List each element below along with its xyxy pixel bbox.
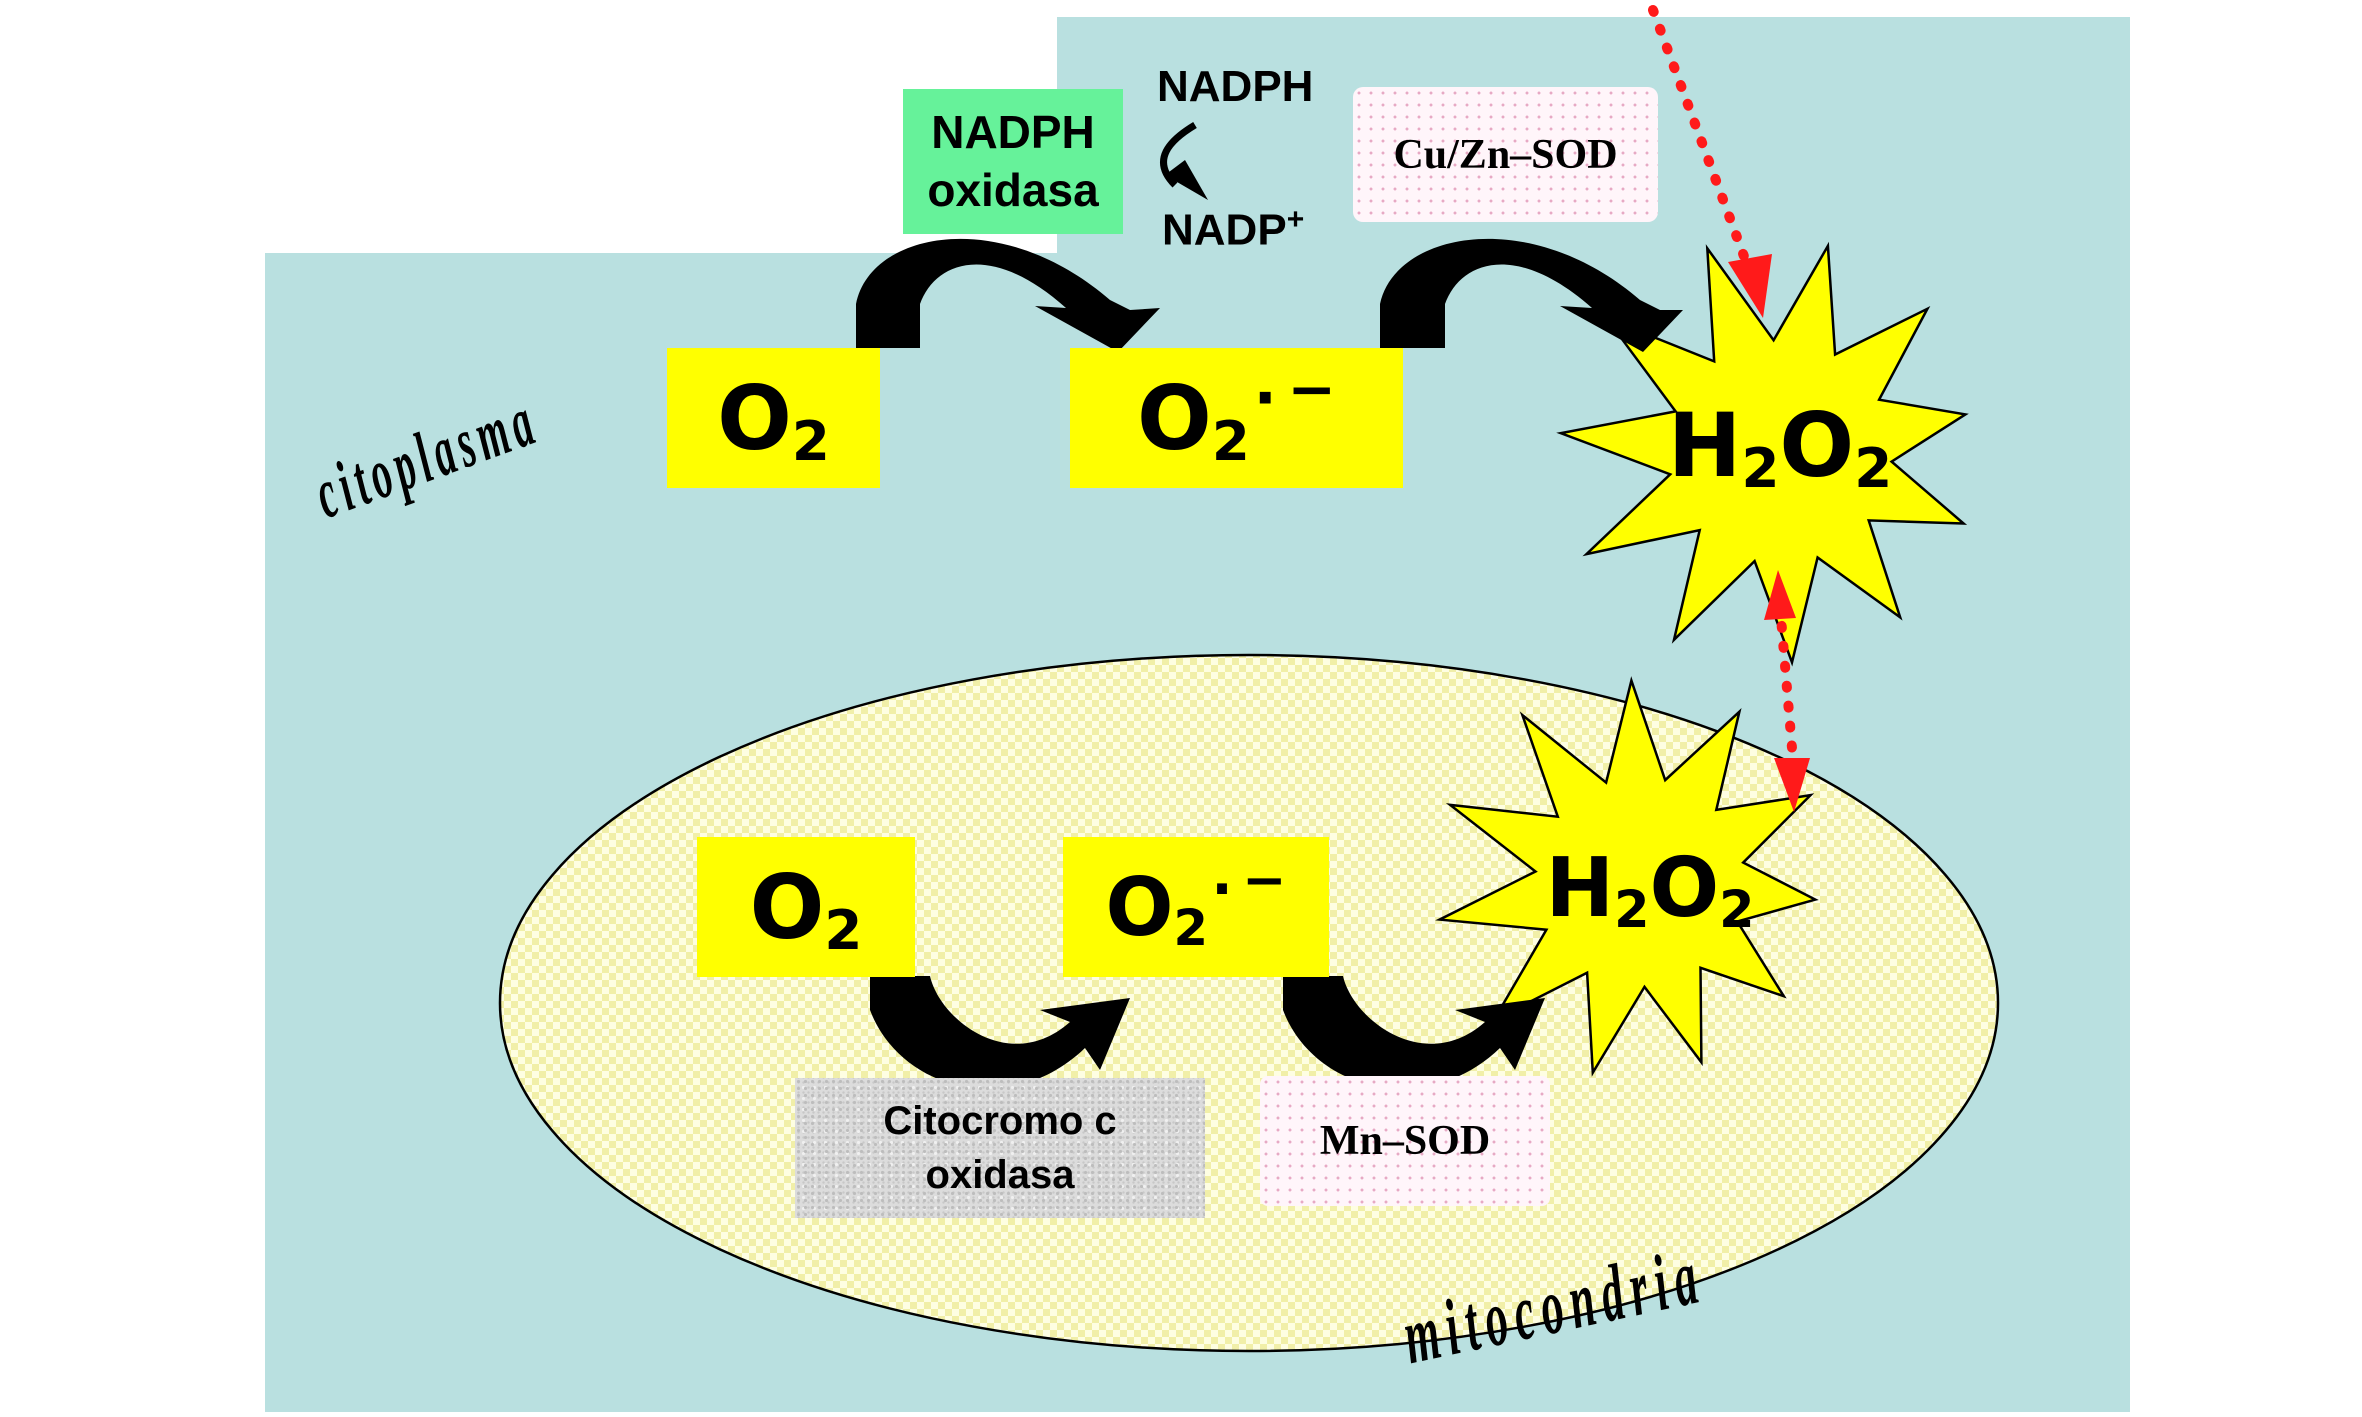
- h2o2-o: O: [1779, 393, 1855, 497]
- arrow-superoxide-to-h2o2-mitochondria: [1283, 976, 1545, 1089]
- o2-symbol: O: [717, 366, 792, 470]
- cytoplasm-label: citoplasma: [304, 379, 549, 534]
- mn-sod-box: Mn–SOD: [1260, 1076, 1550, 1206]
- arrow-superoxide-to-h2o2-cytoplasm: [1380, 238, 1683, 352]
- cytochrome-line1: Citocromo c: [883, 1099, 1117, 1143]
- h2o2-h: H: [1545, 840, 1615, 936]
- mitochondria-h2o2-burst: [1435, 676, 1819, 1077]
- arrow-o2-to-superoxide-cytoplasm: [856, 238, 1160, 352]
- superoxide-symbol: O: [1105, 860, 1174, 954]
- nadph-oxidase-line1: NADPH: [931, 106, 1095, 158]
- diffusion-arrowhead-down: [1774, 758, 1810, 812]
- superoxide-symbol: O: [1137, 366, 1212, 470]
- mitochondria-label: mitocondria: [1395, 1231, 1713, 1382]
- superoxide-radical: ·: [1253, 362, 1277, 435]
- h2o2-h-sub: 2: [1741, 435, 1780, 500]
- h2o2-o-sub: 2: [1719, 879, 1755, 939]
- diffusion-arrow-into-cell: [1648, 5, 1757, 283]
- cytochrome-c-oxidase-box: Citocromo c oxidasa: [795, 1078, 1205, 1218]
- o2-subscript: 2: [791, 408, 830, 473]
- diffusion-arrow-vertical: [1775, 601, 1798, 765]
- nadp-cofactor-label: NADP+: [1162, 203, 1304, 256]
- superoxide-charge: −: [1287, 354, 1336, 423]
- diffusion-arrows: [1648, 5, 1810, 812]
- o2-subscript: 2: [824, 897, 863, 962]
- cytochrome-line2: oxidasa: [925, 1153, 1075, 1197]
- nadp-text: NADP: [1162, 205, 1287, 255]
- superoxide-charge: −: [1242, 850, 1287, 912]
- diffusion-arrowhead-into-cell: [1728, 254, 1772, 318]
- o2-symbol: O: [749, 855, 825, 959]
- nadp-charge: +: [1286, 203, 1305, 236]
- diffusion-arrowhead-up: [1764, 570, 1796, 620]
- superoxide-subscript: 2: [1173, 898, 1209, 957]
- h2o2-h: H: [1667, 393, 1742, 497]
- cofactor-arrow: [1160, 121, 1208, 200]
- superoxide-subscript: 2: [1211, 408, 1250, 473]
- reaction-arrows: [856, 238, 1683, 1089]
- nadph-cofactor-label: NADPH: [1157, 62, 1314, 111]
- nadph-oxidase-line2: oxidasa: [927, 163, 1099, 216]
- arrow-o2-to-superoxide-mitochondria: [870, 976, 1130, 1089]
- cytoplasm-h2o2-burst: [1556, 241, 1969, 667]
- cuzn-sod-box: Cu/Zn–SOD: [1353, 87, 1658, 222]
- h2o2-o: O: [1649, 840, 1720, 936]
- nadph-oxidase-box: NADPH oxidasa: [903, 89, 1123, 234]
- superoxide-radical: ·: [1211, 856, 1233, 922]
- h2o2-h-sub: 2: [1614, 879, 1650, 939]
- h2o2-o-sub: 2: [1854, 435, 1893, 500]
